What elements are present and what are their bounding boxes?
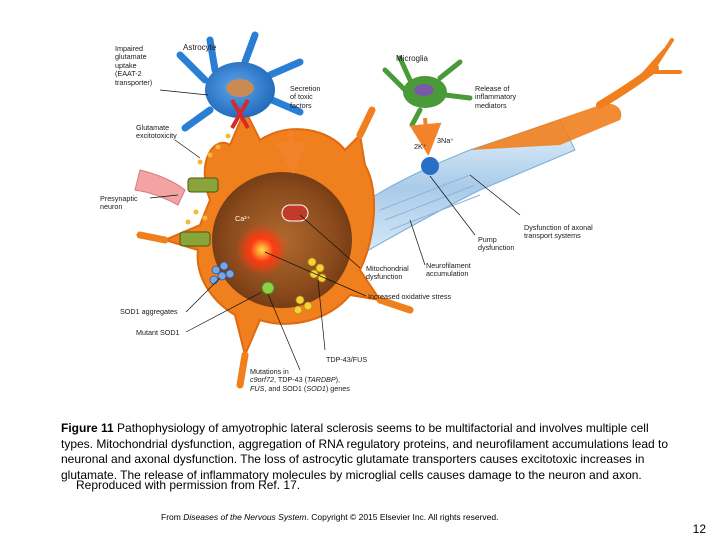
mutations-tdp43: , TDP-43 ( xyxy=(273,375,308,385)
copyright-footer: From Diseases of the Nervous System. Cop… xyxy=(161,512,498,522)
label-k: 2K⁺ xyxy=(414,142,427,151)
blocked-uptake-icon xyxy=(230,99,250,129)
label-glutamate-excitotoxicity: Glutamate excitotoxicity xyxy=(136,123,177,141)
als-pathophysiology-figure: Impaired glutamate uptake (EAAT-2 transp… xyxy=(100,31,682,393)
sod1-aggregates xyxy=(209,261,235,285)
mutations-and-sod1: , and SOD1 ( xyxy=(264,383,307,393)
toxic-factors-arrow xyxy=(274,129,307,174)
label-secretion: Secretion of toxic factors xyxy=(290,84,321,110)
footer-prefix: From xyxy=(161,512,184,522)
label-na: 3Na⁺ xyxy=(437,136,454,145)
page-number: 12 xyxy=(692,522,706,536)
label-pump: Pump dysfunction xyxy=(478,235,515,253)
label-release: Release of inflammatory mediators xyxy=(475,84,517,110)
label-neurofilament: Neurofilament accumulation xyxy=(426,261,471,279)
mutations-sod1-gene: SOD1 xyxy=(306,383,326,393)
microglia xyxy=(382,55,473,128)
label-presynaptic: Presynaptic neuron xyxy=(100,194,138,212)
mutations-close: ), xyxy=(335,375,341,385)
label-mutant-sod1: Mutant SOD1 xyxy=(136,328,180,337)
mutations-tardbp: TARDBP xyxy=(307,375,336,385)
label-mitochondrial: Mitochondrial dysfunction xyxy=(366,264,409,282)
mutations-c9orf72: c9orf72 xyxy=(250,375,274,385)
glutamate-receptor-1 xyxy=(187,177,219,193)
neuron xyxy=(136,76,414,389)
figure-number: Figure 11 xyxy=(61,421,114,435)
mutant-sod1-particle xyxy=(261,281,275,295)
oxidative-burst xyxy=(236,224,288,276)
mitochondrion xyxy=(281,204,309,222)
presynaptic-terminal xyxy=(134,169,186,206)
astrocyte xyxy=(176,31,304,132)
figure-illustration xyxy=(134,31,682,389)
mutations-genes: ) genes xyxy=(325,383,350,393)
label-sod1-aggregates: SOD1 aggregates xyxy=(120,307,178,316)
label-astrocyte: Astrocyte xyxy=(183,43,217,52)
label-tdp43-fus: TDP-43/FUS xyxy=(326,355,368,364)
caption-text: Pathophysiology of amyotrophic lateral s… xyxy=(61,421,669,482)
glutamate-receptor-2 xyxy=(179,231,211,247)
label-impaired-uptake: Impaired glutamate uptake (EAAT-2 transp… xyxy=(115,44,153,87)
tdp43-fus-aggregates xyxy=(293,257,327,315)
label-calcium: Ca²⁺ xyxy=(235,214,251,223)
glutamate-vesicles xyxy=(185,133,231,225)
label-axonal-transport: Dysfunction of axonal transport systems xyxy=(524,223,593,241)
label-microglia: Microglia xyxy=(396,54,429,63)
label-oxidative-stress: Increased oxidative stress xyxy=(368,292,452,301)
figure-caption: Figure 11 Pathophysiology of amyotrophic… xyxy=(61,421,673,483)
inflammatory-arrow xyxy=(409,117,442,156)
footer-book-title: Diseases of the Nervous System xyxy=(183,512,307,522)
ion-pump xyxy=(421,157,439,175)
footer-copyright: . Copyright © 2015 Elsevier Inc. All rig… xyxy=(306,512,499,522)
leader-lines xyxy=(149,89,521,371)
mutations-fus: FUS xyxy=(250,383,265,393)
axon xyxy=(344,38,682,256)
mutations-line-1: Mutations in xyxy=(250,367,289,376)
reproduction-note: Reproduced with permission from Ref. 17. xyxy=(76,478,301,492)
